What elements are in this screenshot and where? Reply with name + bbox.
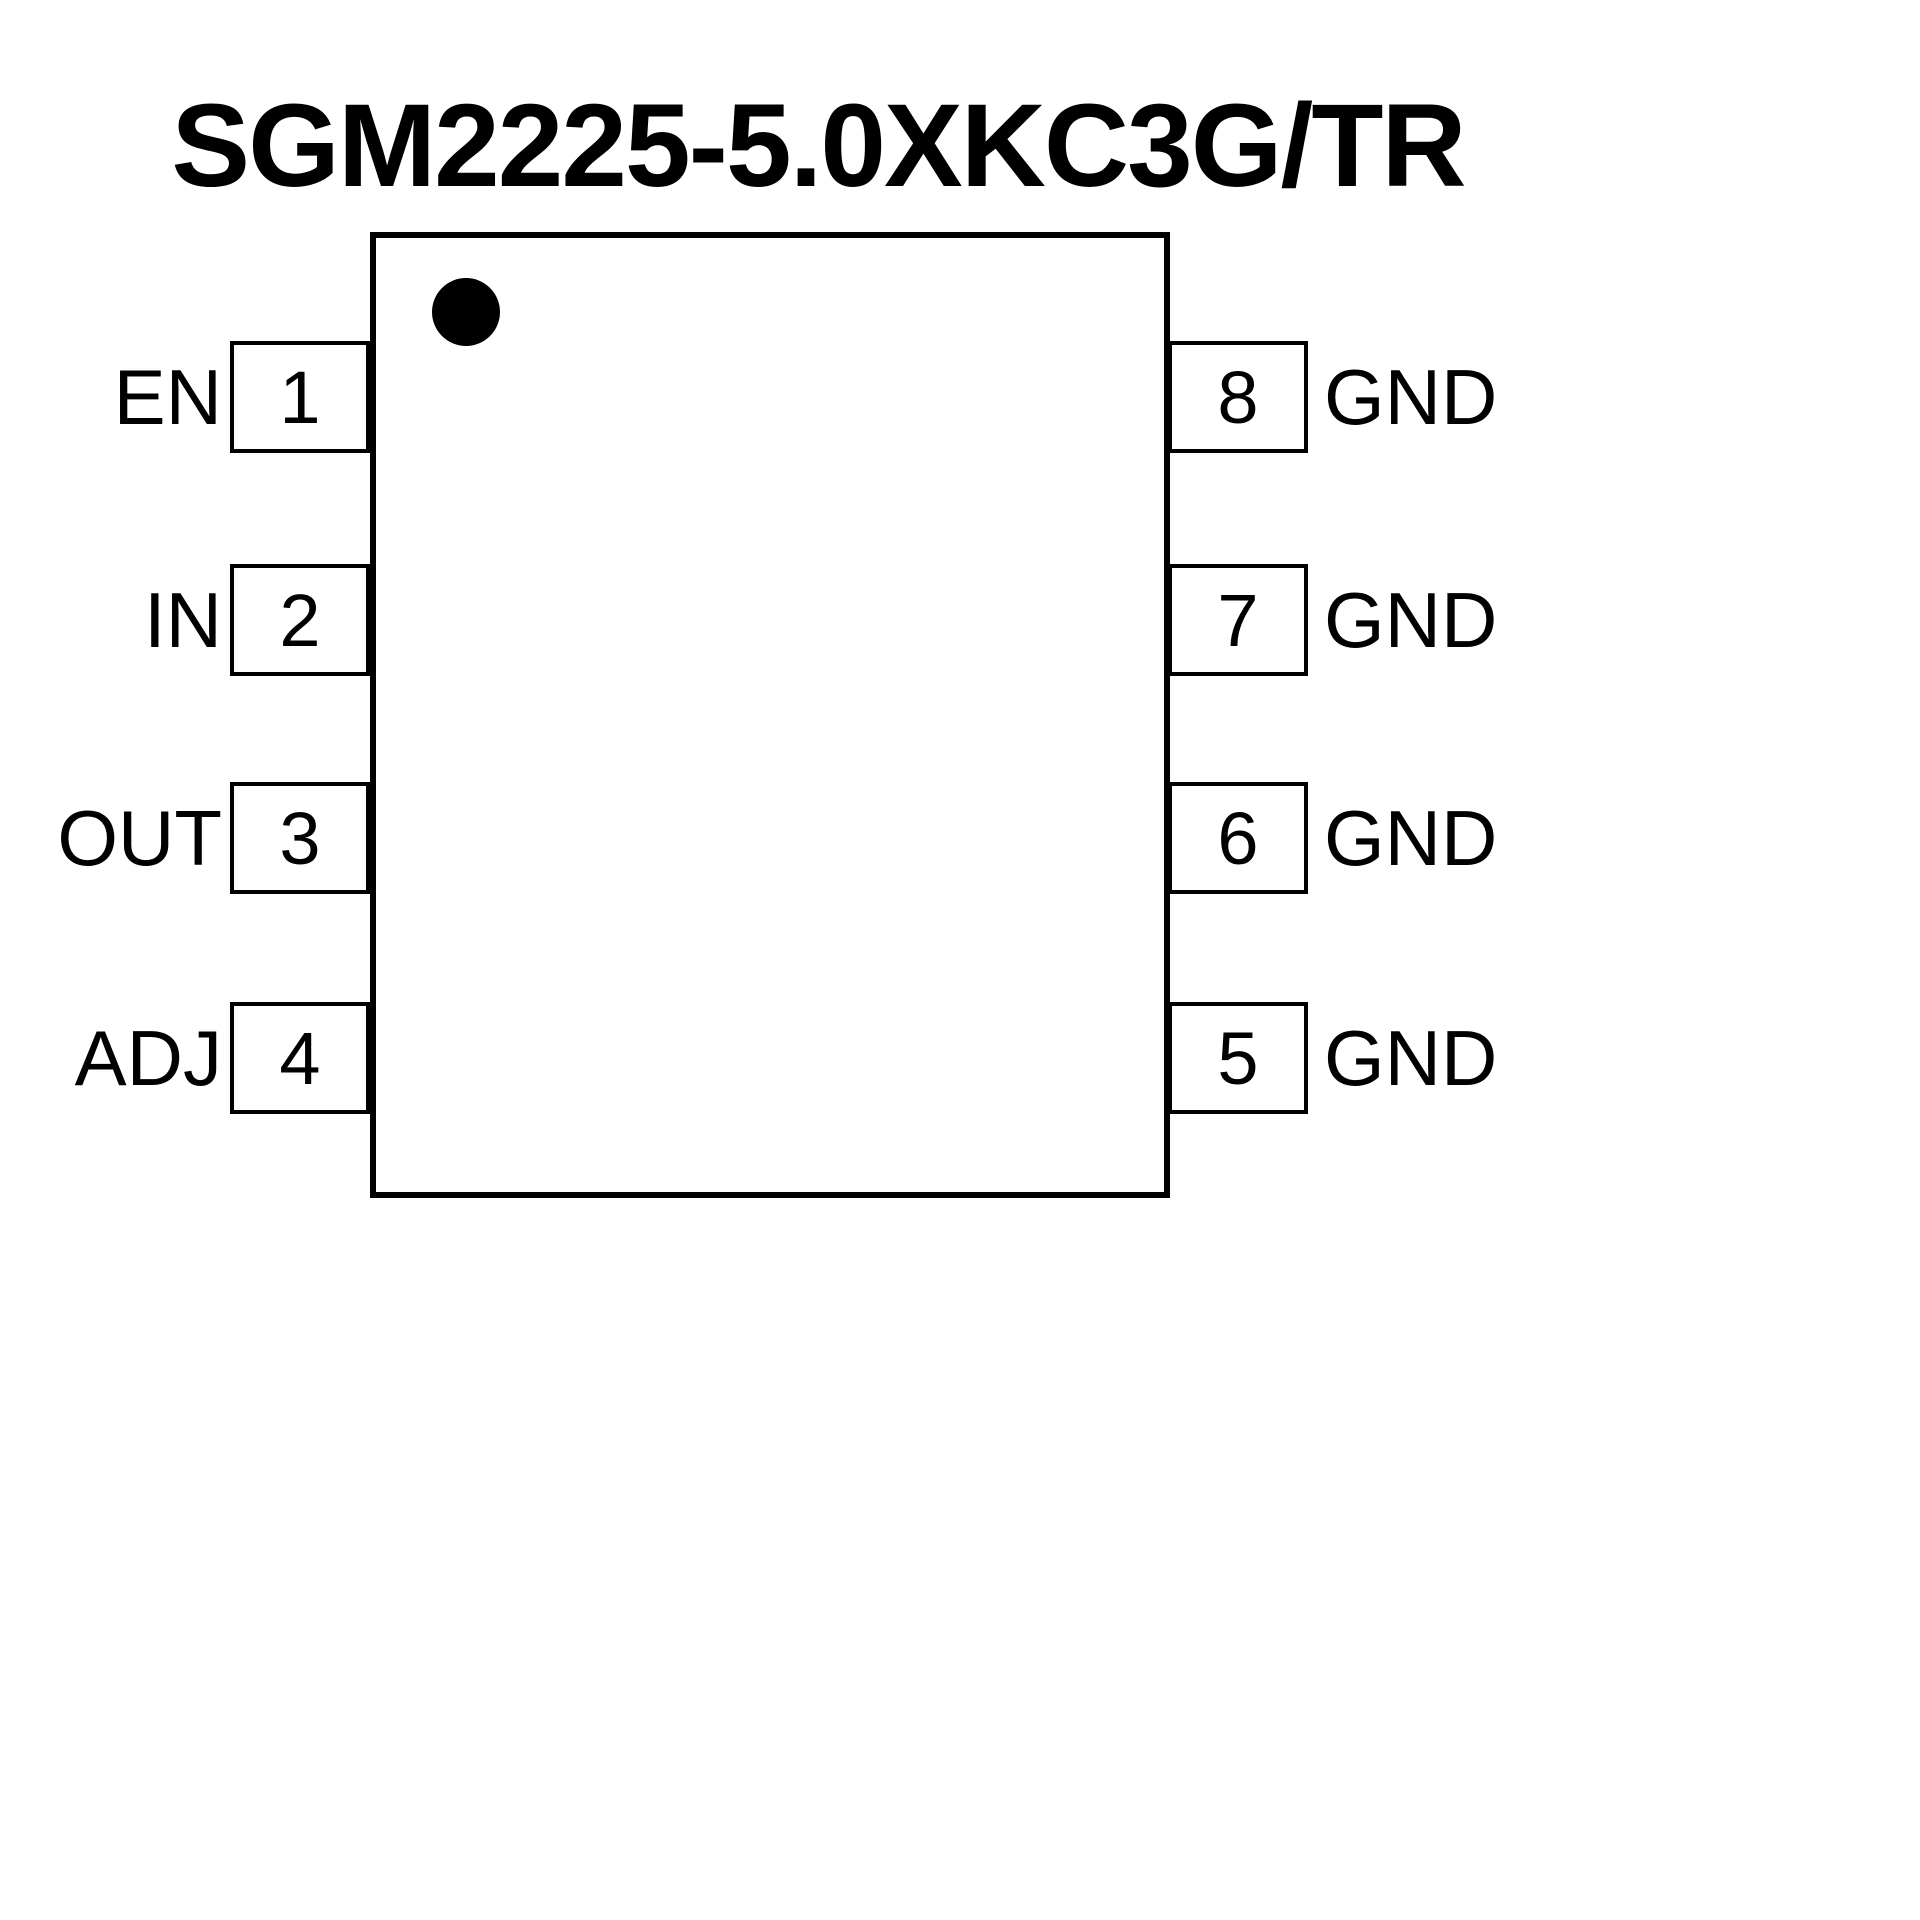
pin-number-1: 1 — [279, 355, 321, 439]
pin-label-gnd-5: GND — [1324, 1013, 1498, 1102]
pin-1-indicator-dot — [432, 278, 500, 346]
pin-label-en: EN — [113, 352, 222, 441]
pin-label-gnd-8: GND — [1324, 352, 1498, 441]
pin-box-7: 7 — [1168, 564, 1308, 676]
pin-label-out: OUT — [57, 793, 222, 882]
pin-box-1: 1 — [230, 341, 370, 453]
pin-box-5: 5 — [1168, 1002, 1308, 1114]
pin-box-3: 3 — [230, 782, 370, 894]
pin-number-5: 5 — [1217, 1016, 1259, 1100]
pin-label-in: IN — [144, 575, 222, 664]
pin-number-4: 4 — [279, 1016, 321, 1100]
part-number-title: SGM2225-5.0XKC3G/TR — [171, 80, 1466, 212]
pin-number-6: 6 — [1217, 796, 1259, 880]
pin-number-2: 2 — [279, 578, 321, 662]
pin-box-6: 6 — [1168, 782, 1308, 894]
pin-label-gnd-7: GND — [1324, 575, 1498, 664]
chip-body — [370, 232, 1170, 1198]
pin-number-8: 8 — [1217, 355, 1259, 439]
pin-number-3: 3 — [279, 796, 321, 880]
pin-box-8: 8 — [1168, 341, 1308, 453]
pin-label-adj: ADJ — [74, 1013, 222, 1102]
pin-number-7: 7 — [1217, 578, 1259, 662]
pin-box-2: 2 — [230, 564, 370, 676]
pin-label-gnd-6: GND — [1324, 793, 1498, 882]
pin-box-4: 4 — [230, 1002, 370, 1114]
